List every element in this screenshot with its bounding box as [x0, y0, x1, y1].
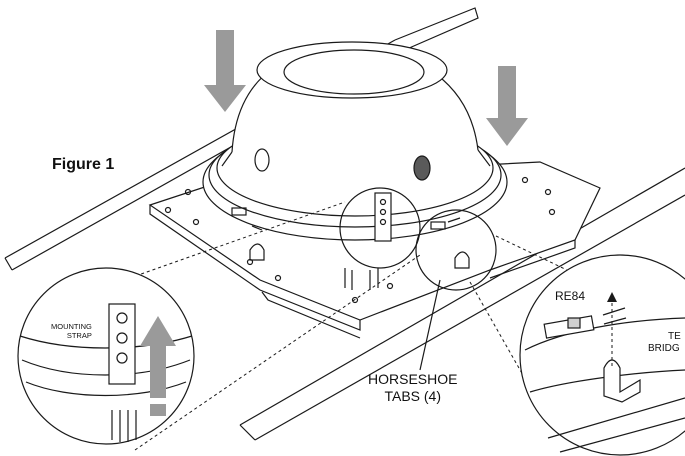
right-detail-clip: TE BRIDG: [600, 270, 685, 456]
detail-circle-strap: [339, 187, 421, 269]
housing-port-left: [254, 148, 270, 172]
te-bridge-label: TE BRIDG: [648, 331, 681, 355]
horseshoe-detail: [519, 254, 685, 456]
figure-title: Figure 1: [52, 156, 115, 173]
down-arrow-right: [486, 66, 528, 146]
te-bridge-label-line1: TE: [668, 331, 681, 342]
down-arrow-left: [204, 30, 246, 112]
mounting-strap-label-line1: MOUNTING: [51, 322, 92, 331]
detail-circle-horseshoe: [415, 209, 497, 291]
horseshoe-tabs-label: HORSESHOE TABS (4): [368, 371, 457, 405]
horseshoe-pointer: [419, 279, 441, 371]
speaker-housing: [202, 41, 508, 290]
housing-port-right: [413, 155, 431, 181]
mounting-strap-label-line2: STRAP: [66, 331, 92, 340]
horseshoe-tabs-label-line2: TABS (4): [384, 388, 441, 404]
mounting-strap-detail: [17, 267, 195, 445]
mounting-strap-label: MOUNTING STRAP: [51, 322, 92, 340]
up-arrow-dashed: [607, 292, 617, 366]
te-bridge-label-line2: BRIDG: [648, 343, 680, 354]
re84-label: RE84: [555, 289, 586, 303]
mounting-strap-main: [374, 192, 392, 242]
up-arrow-strap-tail: [150, 404, 166, 416]
horseshoe-tabs-label-line1: HORSESHOE: [368, 371, 458, 387]
right-rail: [239, 167, 685, 441]
up-arrow-strap: [140, 316, 176, 398]
